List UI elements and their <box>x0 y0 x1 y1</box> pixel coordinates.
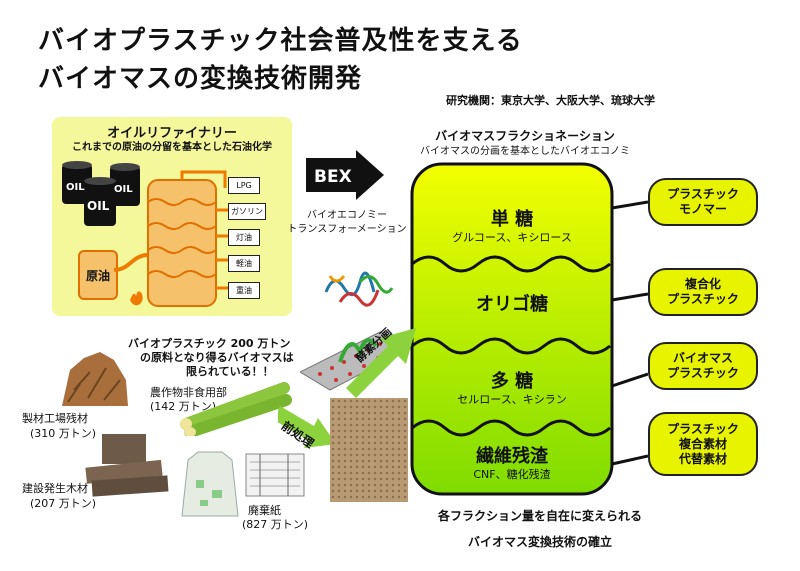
title-line-1: バイオプラスチック社会普及性を支える <box>38 26 523 56</box>
drum-label: OIL <box>66 182 85 193</box>
bex-arrow-icon: BEX <box>306 150 384 200</box>
biomass-note-1: バイオプラスチック 200 万トン <box>128 337 291 350</box>
drum-label: OIL <box>114 184 133 195</box>
fraction-detail: グルコース、キシロース <box>452 231 572 244</box>
distillation-column <box>113 170 228 307</box>
output-text: バイオマス <box>672 351 733 365</box>
cellulose-fiber-icon <box>300 331 410 391</box>
output-text: プラスチック <box>667 421 739 436</box>
fractionation-block <box>410 162 648 496</box>
institutions: 研究機関：東京大学、大阪大学、琉球大学 <box>446 94 655 107</box>
output-text: プラスチック <box>667 366 739 380</box>
fraction-name: 繊維残渣 <box>476 446 548 467</box>
fractionation-title: バイオマスフラクショネーション <box>435 129 615 143</box>
product-kerosene: 灯油 <box>228 229 260 246</box>
enzyme-structure-icon <box>324 271 394 307</box>
output-composite-plastic: 複合化プラスチック <box>648 268 758 316</box>
source-name: 製材工場残材 <box>22 412 88 425</box>
bex-caption-1: バイオエコノミー <box>307 210 387 221</box>
waste-paper-image <box>245 453 305 497</box>
source-name: 建設発生木材 <box>22 482 88 495</box>
output-biomass-plastic: バイオマスプラスチック <box>648 342 758 390</box>
conclusion-line-1: 各フラクション量を自在に変えられる <box>437 509 642 523</box>
fraction-detail: CNF、糖化残渣 <box>473 468 551 481</box>
crude-oil: 原油 <box>78 250 118 300</box>
conclusion-line-2: バイオマス変換技術の確立 <box>467 535 612 549</box>
pretreatment-arrow-icon <box>278 406 336 448</box>
output-text: 複合化 <box>684 277 721 291</box>
bex-caption-2: トランスフォーメーション <box>287 224 407 235</box>
output-plastic-monomer: プラスチックモノマー <box>648 178 758 226</box>
waste-bag-image <box>181 451 239 517</box>
source-amount: (142 万トン) <box>150 400 217 413</box>
source-name: 農作物非食用部 <box>150 386 227 399</box>
product-light-oil: 軽油 <box>228 255 260 272</box>
fraction-detail: セルロース、キシラン <box>457 393 567 406</box>
source-amount: (207 万トン) <box>30 497 97 510</box>
source-name: 廃棄紙 <box>248 504 281 517</box>
biomass-note-3: 限られている！！ <box>186 365 274 378</box>
construction-wood-image <box>85 434 169 497</box>
enzymatic-arrow-icon <box>346 328 416 398</box>
wood-chips-image <box>62 352 128 406</box>
biomass-note-2: の原料となり得るバイオマスは <box>140 351 294 364</box>
crop-stalks-image <box>180 382 292 436</box>
product-heavy-oil: 重油 <box>228 282 260 299</box>
fraction-name: 多 糖 <box>490 371 534 392</box>
title-line-2: バイオマスの変換技術開発 <box>38 64 363 94</box>
output-text: 複合素材 <box>678 436 727 451</box>
product-lpg: LPG <box>228 177 260 194</box>
source-amount: (827 万トン) <box>242 518 309 531</box>
refinery-title: オイルリファイナリー <box>107 126 237 141</box>
output-text: 代替素材 <box>678 451 727 466</box>
drum-label: OIL <box>87 199 110 213</box>
oil-drums-icon: OIL OIL OIL <box>62 161 140 226</box>
output-text: プラスチック <box>667 187 739 201</box>
output-text: プラスチック <box>667 292 739 306</box>
pretreated-biomass-image <box>330 398 408 502</box>
fraction-name: オリゴ糖 <box>476 294 548 315</box>
product-gasoline: ガソリン <box>228 203 266 220</box>
refinery-subtitle: これまでの原油の分留を基本とした石油化学 <box>72 142 272 153</box>
output-text: モノマー <box>678 202 727 216</box>
fraction-name: 単 糖 <box>490 209 534 230</box>
bex-label: BEX <box>314 167 352 187</box>
source-amount: (310 万トン) <box>30 427 97 440</box>
output-composite-material: プラスチック複合素材代替素材 <box>648 412 758 476</box>
